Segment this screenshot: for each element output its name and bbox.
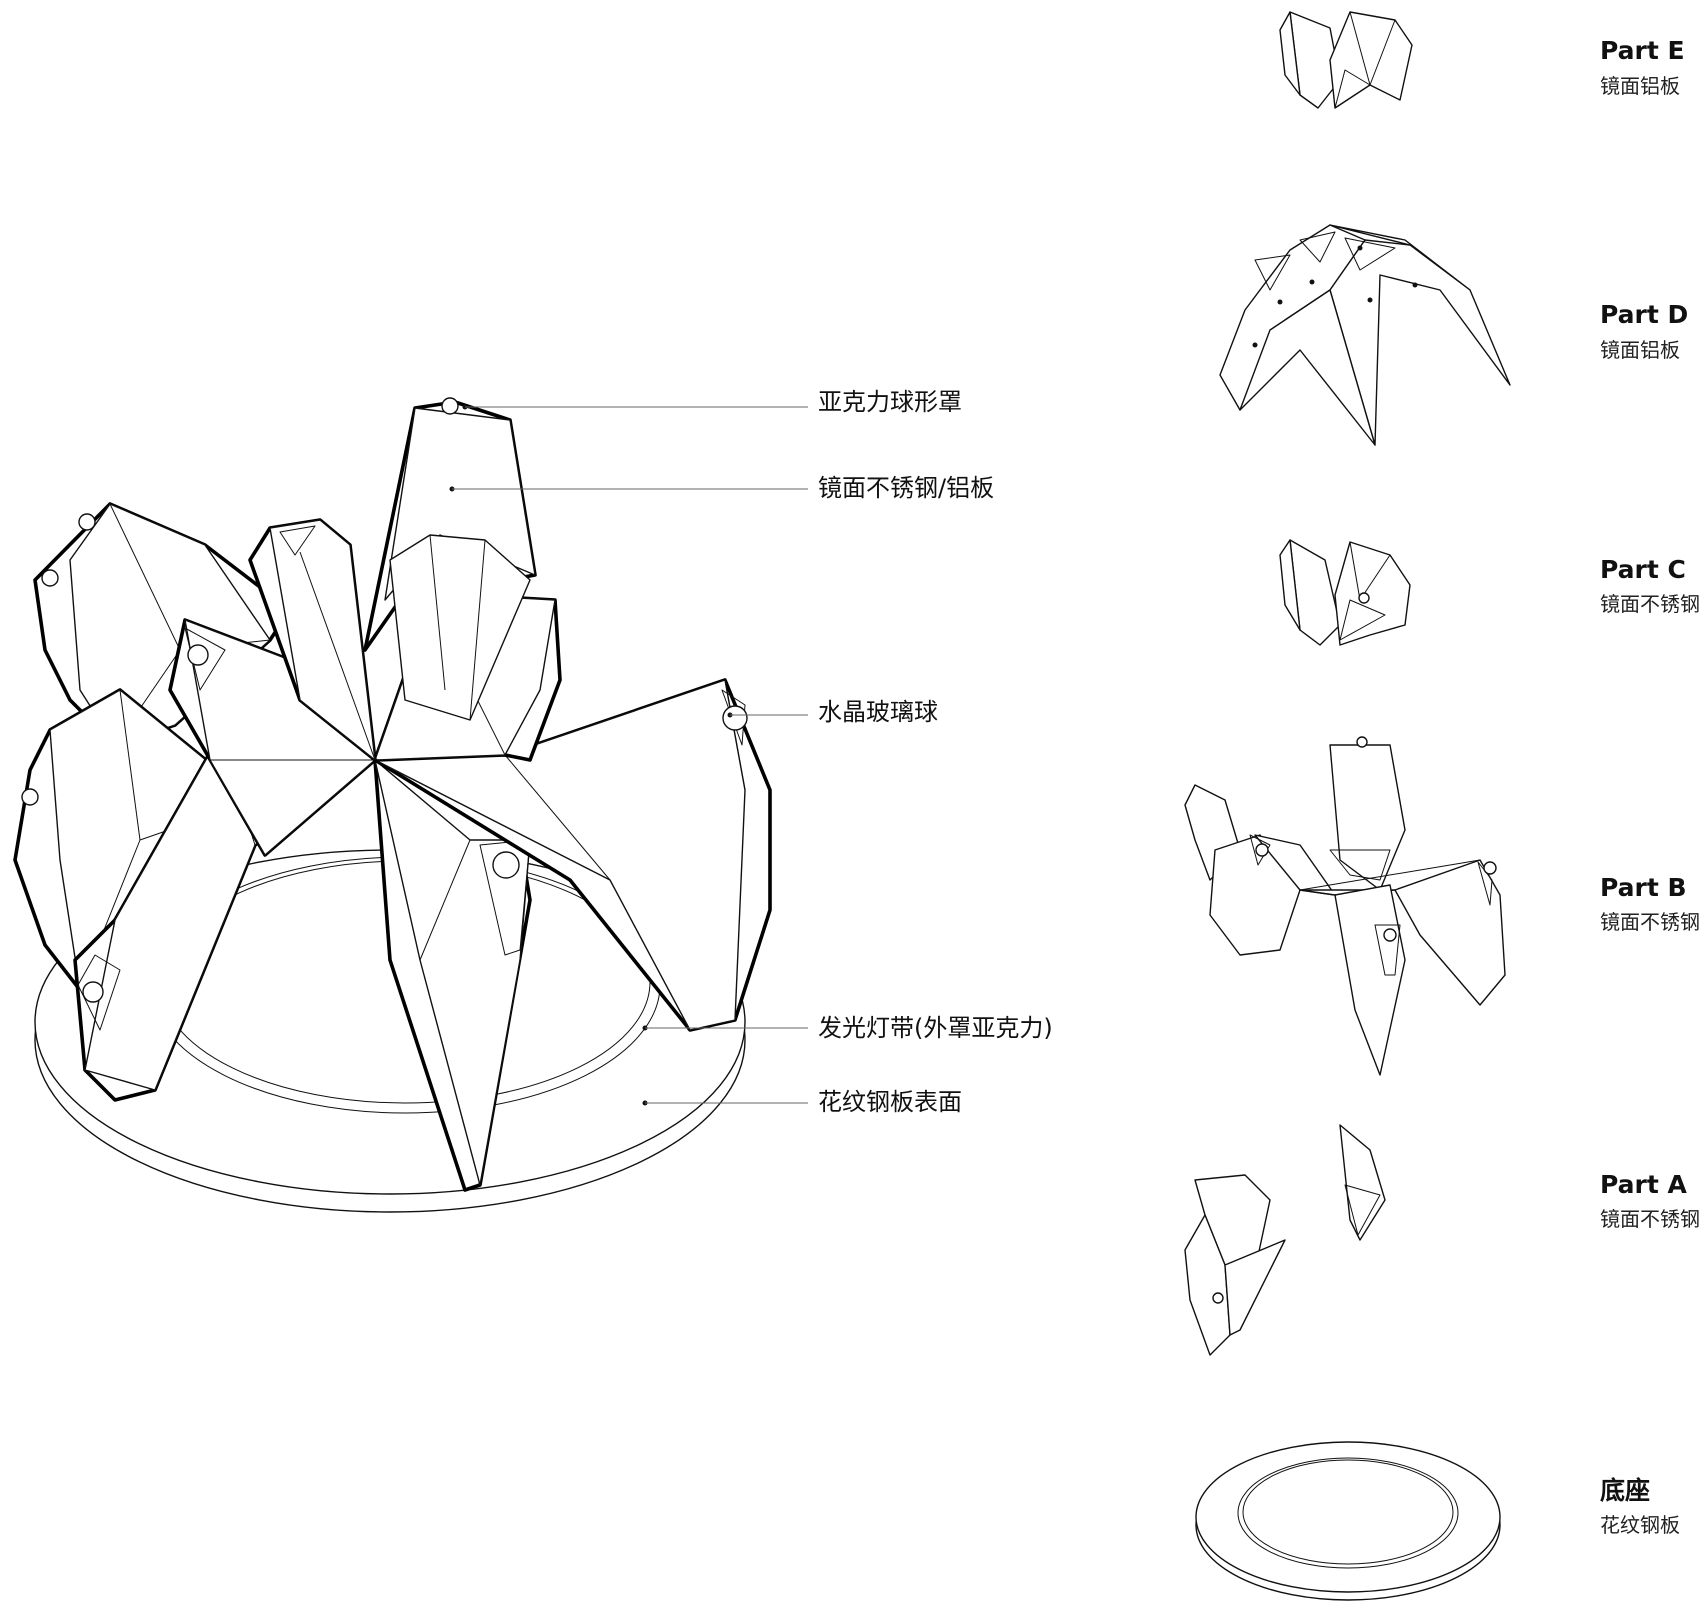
part-d-material: 镜面铝板 — [1600, 338, 1680, 362]
part-d-drawing — [1219, 224, 1511, 446]
part-a-material: 镜面不锈钢 — [1600, 1207, 1700, 1231]
callout-light-strip: 发光灯带(外罩亚克力) — [818, 1014, 1053, 1042]
main-arm-center-up — [248, 518, 377, 762]
part-c-material: 镜面不锈钢 — [1600, 592, 1700, 616]
part-c-drawing — [1279, 539, 1411, 646]
part-e-material: 镜面铝板 — [1600, 74, 1680, 98]
main-assembly — [13, 397, 772, 1213]
main-arm-left-mid — [168, 618, 377, 857]
part-e-drawing — [1279, 11, 1413, 109]
base-material: 花纹钢板 — [1600, 1513, 1680, 1537]
part-e-title: Part E — [1600, 36, 1685, 65]
callout-mirror-panel: 镜面不锈钢/铝板 — [818, 474, 995, 502]
callout-acrylic-dome: 亚克力球形罩 — [818, 388, 962, 416]
callout-crystal-ball: 水晶玻璃球 — [818, 698, 938, 726]
base-drawing — [1195, 1441, 1501, 1601]
part-d-title: Part D — [1600, 300, 1689, 329]
part-b-material: 镜面不锈钢 — [1600, 910, 1700, 934]
main-arm-back-center — [389, 534, 531, 721]
part-b-drawing — [1184, 736, 1506, 1076]
callout-steel-surface: 花纹钢板表面 — [818, 1088, 962, 1116]
main-arm-front — [373, 758, 532, 1192]
base-title: 底座 — [1600, 1476, 1651, 1505]
main-arm-right — [373, 678, 772, 1032]
leader-lines — [452, 406, 808, 1104]
part-a-drawing — [1184, 1124, 1386, 1356]
part-b-title: Part B — [1600, 873, 1687, 902]
part-a-title: Part A — [1600, 1170, 1687, 1199]
part-c-title: Part C — [1600, 555, 1686, 584]
